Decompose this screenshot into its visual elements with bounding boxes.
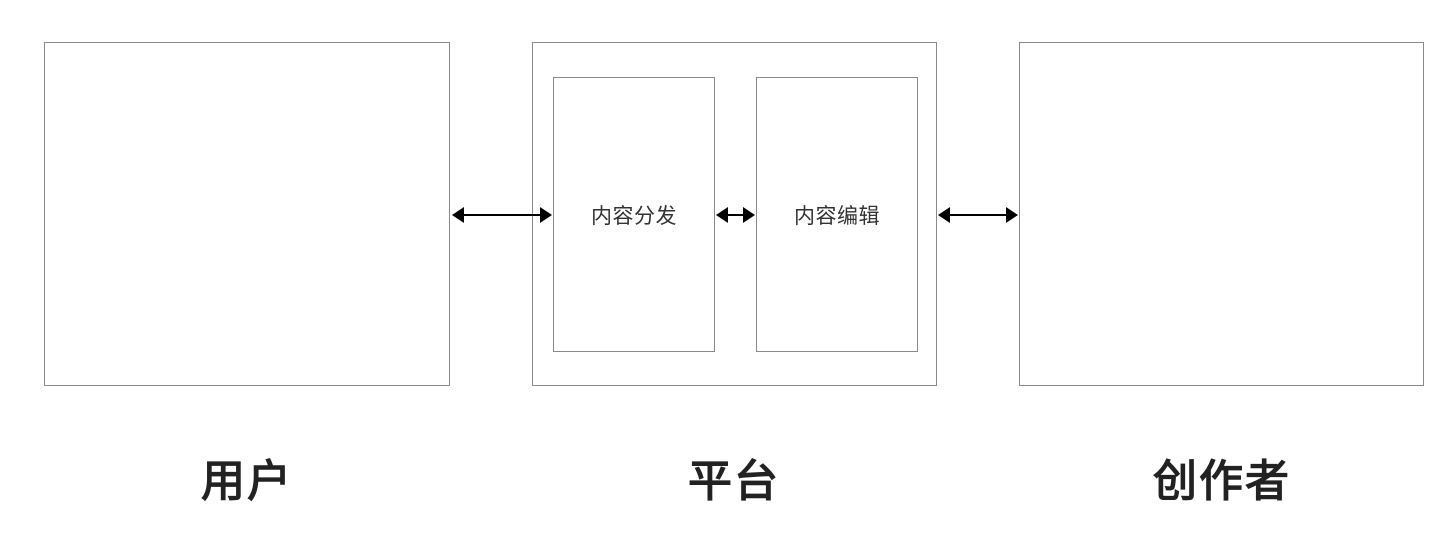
arrowhead-left-icon — [716, 207, 728, 223]
content-editing-label: 内容编辑 — [794, 203, 880, 228]
content-distribution-label: 内容分发 — [591, 203, 677, 228]
arrowhead-left-icon — [938, 207, 950, 223]
content-editing-box: 内容编辑 — [756, 77, 918, 352]
arrowhead-right-icon — [1006, 207, 1018, 223]
arrowhead-left-icon — [452, 207, 464, 223]
creator-label: 创作者 — [1153, 456, 1291, 507]
content-distribution-box: 内容分发 — [553, 77, 715, 352]
user-label: 用户 — [201, 456, 293, 507]
user-box — [44, 42, 450, 386]
arrow-user-distribution — [452, 207, 552, 223]
creator-box — [1019, 42, 1424, 386]
arrowhead-right-icon — [540, 207, 552, 223]
arrow-editing-creator — [938, 207, 1018, 223]
arrow-distribution-editing — [716, 207, 755, 223]
platform-label: 平台 — [688, 456, 780, 507]
arrowhead-right-icon — [743, 207, 755, 223]
